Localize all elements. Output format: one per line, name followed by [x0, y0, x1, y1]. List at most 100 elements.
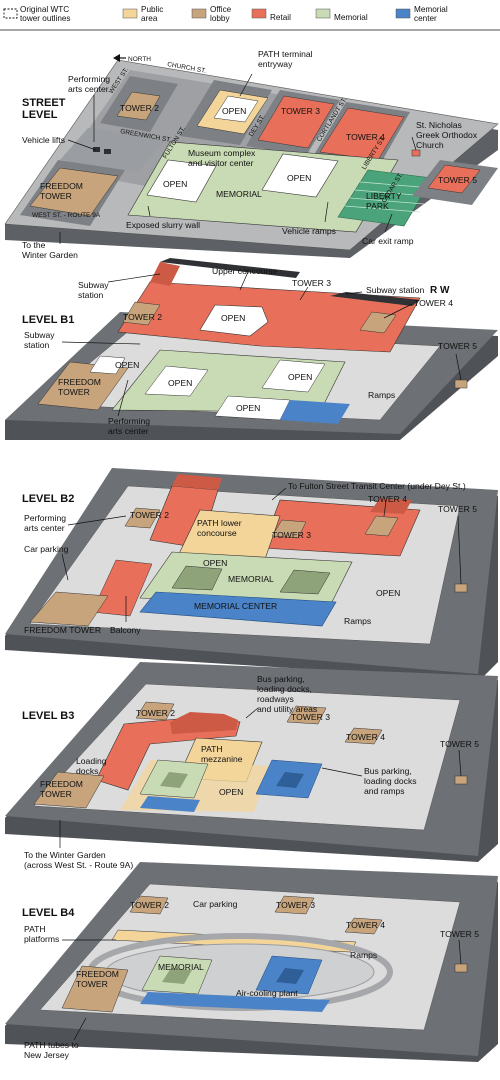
b1-wall-east [330, 292, 420, 306]
st-nicholas-church [411, 149, 421, 157]
label-vehicle-ramps: Vehicle ramps [282, 226, 336, 236]
b4-tower3-lobby [274, 895, 315, 915]
b3-retail-ribbon [95, 715, 241, 791]
path-terminal-open [213, 95, 259, 123]
legend-swatch-retail [251, 8, 267, 19]
b3-label-winter-garden: To the Winter Garden(across West St. - R… [24, 850, 133, 870]
label-street-tower2: TOWER 2 [120, 103, 159, 113]
label-street-tower4: TOWER 4 [346, 132, 385, 142]
b2-label-open-a: OPEN [203, 558, 227, 568]
b3-tower4-lobby [344, 727, 383, 745]
b2-freedom-tower-lobby [29, 591, 109, 627]
vehicle-lift-2 [104, 149, 111, 154]
leader-car-exit [384, 213, 393, 233]
b1-label-tower4: TOWER 4 [414, 298, 453, 308]
b2-label-freedom-tower: FREEDOM TOWER [24, 625, 101, 635]
legend-label-retail: Retail [270, 13, 291, 22]
b2-retail-raised-a [172, 474, 222, 490]
leader-b3-tower5 [458, 749, 462, 777]
b4-label-tower4: TOWER 4 [346, 920, 385, 930]
leader-st-nicholas [411, 136, 417, 151]
b4-label-tower3: TOWER 3 [276, 900, 315, 910]
leader-b2-tower4 [383, 500, 387, 517]
b1-label-open-a: OPEN [115, 360, 139, 370]
leader-exposed-wall [147, 205, 151, 217]
b2-memorial-center [139, 591, 337, 627]
b1-retail-concourse [117, 281, 421, 353]
b2-label-balcony: Balcony [110, 625, 141, 635]
b2-label-tower3: TOWER 3 [272, 530, 311, 540]
leader-b1-upper-concourse [239, 271, 249, 291]
b4-label-tower5: TOWER 5 [440, 929, 479, 939]
leader-b1-tower5 [455, 353, 462, 381]
b2-label-car-parking: Car parking [24, 544, 69, 554]
b4-memorial-b-inner [276, 968, 304, 984]
legend-swatch-tower-outline [3, 8, 18, 19]
legend-swatch-public [122, 8, 138, 19]
leader-b4-tower5 [458, 939, 462, 965]
b4-label-tower2: TOWER 2 [130, 900, 169, 910]
b2-label-memorial: MEMORIAL [228, 574, 274, 584]
legend-swatch-lobby [191, 8, 207, 19]
b3-freedom-tower-lobby [33, 771, 105, 809]
b1-retail-left-raised [150, 262, 180, 286]
freedom-tower-lobby [29, 167, 119, 217]
b2-label-tower5: TOWER 5 [438, 504, 477, 514]
b3-label-open: OPEN [219, 787, 243, 797]
vehicle-lifts-block [60, 128, 165, 172]
street-west-route: WEST ST. - ROUTE 9A [32, 212, 101, 219]
b2-memorial-inner-b [279, 569, 331, 595]
level-b4-section: LEVEL B4 TOWER 2 Car parking TOWER 3 TOW… [5, 862, 498, 1062]
level-b3-section: LEVEL B3 Bus parking,loading docks,roadw… [5, 662, 498, 870]
leader-b2-fulton [271, 487, 287, 501]
b1-label-subway-right: Subway station [366, 285, 425, 295]
leader-b3-bus-parking [245, 707, 259, 719]
legend-label-memorial: Memorial [334, 13, 368, 22]
b2-memorial-inner-a [171, 565, 223, 591]
b1-label-open-d: OPEN [236, 403, 260, 413]
tower5-retail [427, 164, 481, 194]
b4-label-air-cooling: Air-cooling plant [236, 988, 298, 998]
memorial-open-south [261, 153, 339, 198]
b3-memorial-b-inner [276, 772, 304, 788]
b1-label-rw: R W [430, 285, 450, 296]
tower2-street-footprint [116, 91, 161, 121]
vehicle-lift-1 [93, 147, 100, 152]
b2-label-tower2: TOWER 2 [130, 510, 169, 520]
label-car-exit: Car exit ramp [362, 236, 414, 246]
b4-memorial-a-inner [162, 968, 192, 984]
leader-path-terminal [239, 73, 253, 97]
b4-label-memorial: MEMORIAL [158, 962, 204, 972]
b1-tower4-lobby [359, 311, 397, 334]
b2-retail-west-stair [91, 559, 153, 617]
b2-label-memorial-center: MEMORIAL CENTER [194, 601, 277, 611]
b1-tower5-marker [454, 379, 468, 389]
b2-label-ramps: Ramps [344, 616, 371, 626]
b4-tower5-marker [454, 963, 468, 973]
b4-tower2-lobby [129, 895, 169, 915]
b3-label-tower5: TOWER 5 [440, 739, 479, 749]
north-label: NORTH [128, 56, 151, 63]
b2-label-tower4: TOWER 4 [368, 494, 407, 504]
